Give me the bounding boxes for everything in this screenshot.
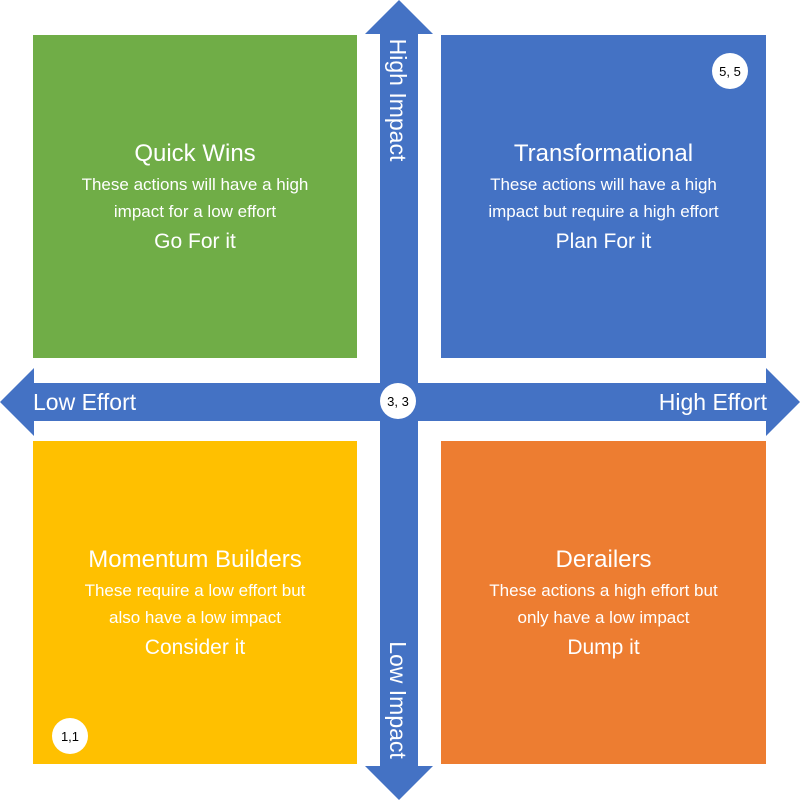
quadrant-action: Go For it <box>154 230 236 253</box>
coordinate-badge-bottom-left: 1,1 <box>52 718 88 754</box>
quadrant-description-line2: impact for a low effort <box>113 202 277 221</box>
quadrant-description-line1: These actions a high effort but <box>489 581 718 600</box>
quadrant-description-line2: impact but require a high effort <box>488 202 719 221</box>
quadrant-title: Derailers <box>555 546 652 573</box>
quadrant-description-line2: only have a low impact <box>517 608 690 627</box>
quadrant-title: Momentum Builders <box>88 546 302 573</box>
quadrant-description-line1: These actions will have a high <box>490 175 717 194</box>
quadrant-description-line1: These require a low effort but <box>84 581 306 600</box>
quadrant-title: Quick Wins <box>134 140 256 167</box>
quadrant-title: Transformational <box>513 140 694 167</box>
axis-label-low-impact: Low Impact <box>385 641 411 759</box>
quadrant-momentum-builders: Momentum Builders These require a low ef… <box>33 441 357 764</box>
quadrant-description-line1: These actions will have a high <box>81 175 309 194</box>
coordinate-badge-center: 3, 3 <box>380 383 416 419</box>
coordinate-badge-top-right: 5, 5 <box>712 53 748 89</box>
quadrant-action: Consider it <box>144 636 246 659</box>
quadrant-action: Plan For it <box>555 230 652 253</box>
quadrant-description-line2: also have a low impact <box>109 608 281 627</box>
quadrant-quick-wins: Quick Wins These actions will have a hig… <box>33 35 357 358</box>
quadrant-transformational: Transformational These actions will have… <box>441 35 766 358</box>
quadrant-derailers: Derailers These actions a high effort bu… <box>441 441 766 764</box>
axis-label-high-impact: High Impact <box>385 38 411 162</box>
quadrant-action: Dump it <box>567 636 640 659</box>
axis-label-low-effort: Low Effort <box>33 389 137 415</box>
axis-label-high-effort: High Effort <box>658 389 767 415</box>
